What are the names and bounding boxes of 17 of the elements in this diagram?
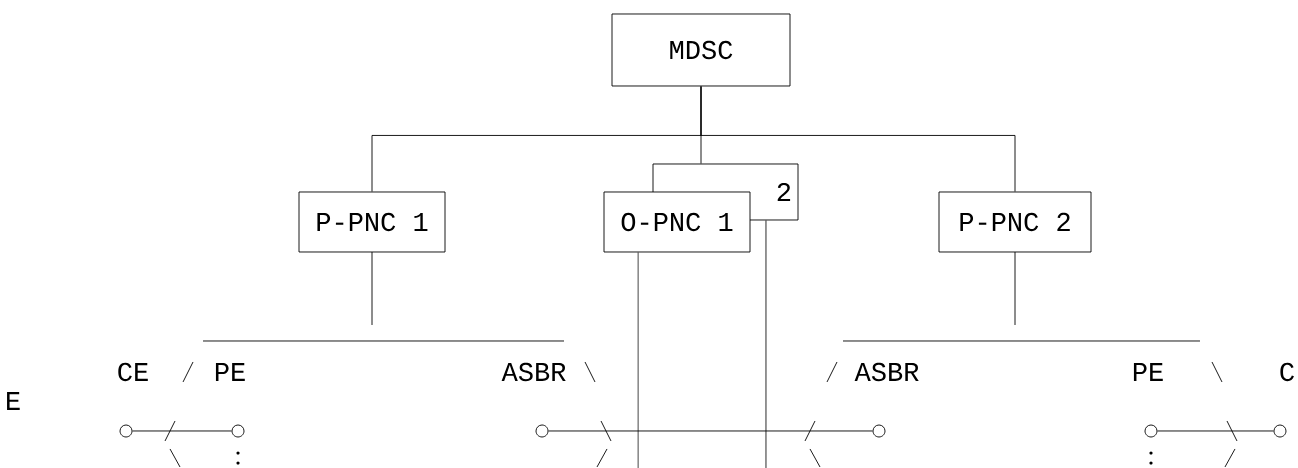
device-label: C xyxy=(1280,362,1294,382)
connector-line xyxy=(700,86,1016,192)
controller-box: O-PNC 1 xyxy=(603,191,751,253)
link-line xyxy=(1157,430,1274,432)
connector-line xyxy=(637,252,639,468)
device-label: E xyxy=(7,392,20,410)
device-label: CE xyxy=(118,362,148,382)
device-label: PE xyxy=(215,363,245,381)
link-line xyxy=(132,430,232,432)
controller-box: P-PNC 2 xyxy=(938,191,1092,253)
device-label: PE xyxy=(1133,363,1163,381)
device-label: ASBR xyxy=(854,362,919,382)
device-label: ASBR xyxy=(501,362,566,382)
connector-line xyxy=(765,220,767,468)
controller-box: MDSC xyxy=(611,13,791,87)
controller-box: P-PNC 1 xyxy=(298,191,446,253)
link-line xyxy=(548,430,873,432)
